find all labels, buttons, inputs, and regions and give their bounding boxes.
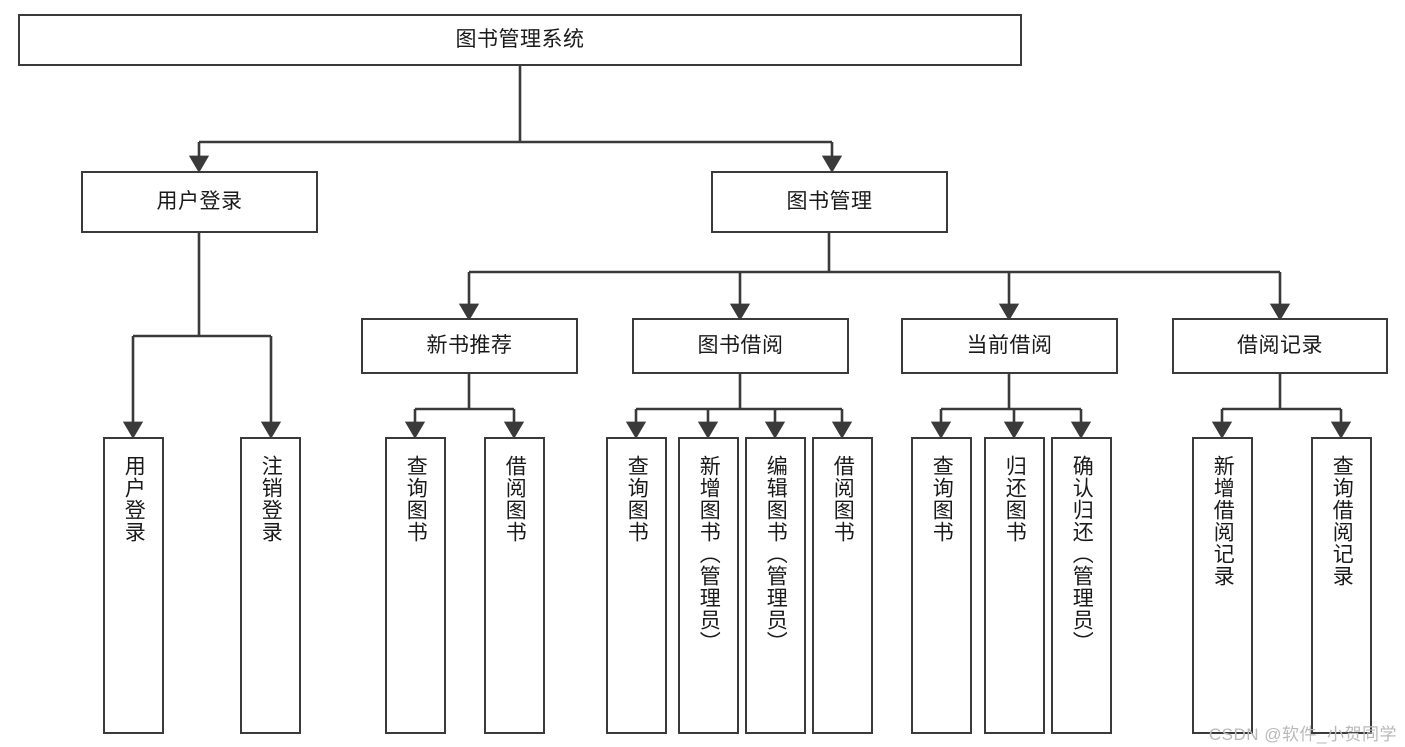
node-leaf-query-record[interactable]: 查询借阅记录 bbox=[1311, 437, 1372, 734]
node-new-book-rec-label: 新书推荐 bbox=[426, 333, 513, 357]
node-root[interactable]: 图书管理系统 bbox=[18, 14, 1022, 66]
node-leaf-query-book-3[interactable]: 查询图书 bbox=[911, 437, 972, 734]
node-leaf-return-book[interactable]: 归还图书 bbox=[984, 437, 1045, 734]
node-leaf-query-book-1-label: 查询图书 bbox=[404, 455, 428, 543]
node-borrow-record-label: 借阅记录 bbox=[1237, 333, 1323, 357]
node-leaf-edit-book[interactable]: 编辑图书（管理员） bbox=[745, 437, 806, 734]
node-leaf-confirm-return-label: 确认归还（管理员） bbox=[1070, 455, 1094, 653]
node-leaf-add-record[interactable]: 新增借阅记录 bbox=[1192, 437, 1253, 734]
node-leaf-add-book-label: 新增图书（管理员） bbox=[697, 455, 721, 653]
node-current-borrow[interactable]: 当前借阅 bbox=[901, 318, 1118, 374]
node-leaf-query-book-1[interactable]: 查询图书 bbox=[385, 437, 446, 734]
node-leaf-user-login[interactable]: 用户登录 bbox=[103, 437, 164, 734]
node-root-label: 图书管理系统 bbox=[455, 27, 585, 51]
node-leaf-borrow-book-1-label: 借阅图书 bbox=[503, 455, 527, 543]
node-leaf-borrow-book-2-label: 借阅图书 bbox=[831, 455, 855, 543]
node-leaf-query-book-2-label: 查询图书 bbox=[625, 455, 649, 543]
node-leaf-borrow-book-1[interactable]: 借阅图书 bbox=[484, 437, 545, 734]
node-book-borrow-label: 图书借阅 bbox=[697, 333, 784, 357]
csdn-watermark: CSDN @软件_小贺同学 bbox=[1208, 725, 1397, 744]
node-leaf-confirm-return[interactable]: 确认归还（管理员） bbox=[1051, 437, 1112, 734]
node-leaf-add-record-label: 新增借阅记录 bbox=[1211, 455, 1235, 587]
node-user-login[interactable]: 用户登录 bbox=[81, 171, 318, 233]
node-leaf-add-book[interactable]: 新增图书（管理员） bbox=[678, 437, 739, 734]
node-leaf-query-book-3-label: 查询图书 bbox=[930, 455, 954, 543]
node-leaf-edit-book-label: 编辑图书（管理员） bbox=[764, 455, 788, 653]
node-leaf-logout-label: 注销登录 bbox=[259, 455, 283, 543]
node-book-borrow[interactable]: 图书借阅 bbox=[632, 318, 849, 374]
node-book-manage-label: 图书管理 bbox=[786, 189, 873, 213]
node-leaf-user-login-label: 用户登录 bbox=[122, 455, 146, 543]
node-book-manage[interactable]: 图书管理 bbox=[711, 171, 948, 233]
node-leaf-return-book-label: 归还图书 bbox=[1003, 455, 1027, 543]
node-user-login-label: 用户登录 bbox=[156, 189, 243, 213]
node-leaf-logout[interactable]: 注销登录 bbox=[240, 437, 301, 734]
node-borrow-record[interactable]: 借阅记录 bbox=[1172, 318, 1388, 374]
node-leaf-borrow-book-2[interactable]: 借阅图书 bbox=[812, 437, 873, 734]
node-new-book-rec[interactable]: 新书推荐 bbox=[361, 318, 578, 374]
node-leaf-query-record-label: 查询借阅记录 bbox=[1330, 455, 1354, 587]
node-current-borrow-label: 当前借阅 bbox=[966, 333, 1053, 357]
node-leaf-query-book-2[interactable]: 查询图书 bbox=[606, 437, 667, 734]
